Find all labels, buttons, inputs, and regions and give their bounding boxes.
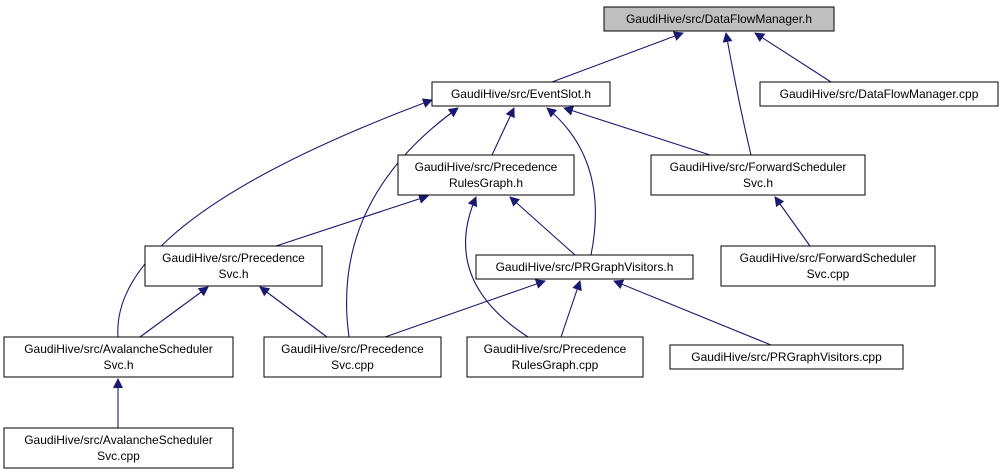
edge-prgraphvisitors-h-to-eventslot-h: [546, 107, 596, 256]
node-label: Svc.h: [103, 358, 133, 372]
node-box[interactable]: [669, 344, 904, 370]
node-label: GaudiHive/src/PRGraphVisitors.cpp: [691, 350, 882, 364]
node-label: RulesGraph.cpp: [512, 358, 599, 372]
node-box[interactable]: [759, 81, 999, 107]
node-box[interactable]: [3, 336, 234, 378]
edge-avalanchesched-h-to-eventslot-h: [117, 98, 433, 338]
node-label: GaudiHive/src/ForwardScheduler: [740, 251, 917, 265]
edge-prgraphvisitors-h-to-precedencerulesgraph-h: [509, 196, 576, 256]
node-box[interactable]: [144, 245, 323, 287]
node-label: GaudiHive/src/DataFlowManager.h: [626, 12, 812, 26]
node-label: GaudiHive/src/EventSlot.h: [451, 87, 591, 101]
node-box[interactable]: [263, 336, 442, 378]
node-box[interactable]: [603, 6, 835, 32]
node-label: GaudiHive/src/Precedence: [281, 342, 424, 356]
node-label: Svc.h: [743, 176, 773, 190]
node-label: GaudiHive/src/ForwardScheduler: [670, 160, 847, 174]
node-prgraphvisitors-cpp[interactable]: GaudiHive/src/PRGraphVisitors.cpp: [669, 344, 904, 370]
node-label: RulesGraph.h: [449, 176, 523, 190]
nodes: GaudiHive/src/DataFlowManager.hGaudiHive…: [3, 6, 999, 469]
node-label: Svc.h: [218, 267, 248, 281]
edge-precedencerulesgraph-cpp-to-prgraphvisitors-h: [560, 280, 582, 338]
node-box[interactable]: [397, 154, 575, 196]
node-label: GaudiHive/src/AvalancheScheduler: [24, 342, 213, 356]
node-label: Svc.cpp: [807, 267, 850, 281]
node-label: GaudiHive/src/Precedence: [415, 160, 558, 174]
node-label: Svc.cpp: [97, 449, 140, 463]
node-eventslot-h[interactable]: GaudiHive/src/EventSlot.h: [431, 81, 611, 107]
edge-precedencesvc-cpp-to-prgraphvisitors-h: [384, 279, 546, 338]
edges: [113, 31, 832, 428]
edge-forwardschedulersvc-h-to-dataflowmanager-h: [722, 32, 752, 156]
node-label: Svc.cpp: [331, 358, 374, 372]
node-prgraphvisitors-h[interactable]: GaudiHive/src/PRGraphVisitors.h: [475, 254, 694, 280]
node-label: GaudiHive/src/AvalancheScheduler: [24, 433, 213, 447]
edge-eventslot-h-to-dataflowmanager-h: [551, 31, 684, 83]
node-label: GaudiHive/src/DataFlowManager.cpp: [780, 87, 979, 101]
node-box[interactable]: [3, 427, 234, 469]
node-label: GaudiHive/src/Precedence: [162, 251, 305, 265]
edge-prgraphvisitors-cpp-to-prgraphvisitors-h: [613, 279, 772, 346]
edge-forwardschedulersvc-h-to-eventslot-h: [563, 105, 711, 156]
node-dataflowmanager-h[interactable]: GaudiHive/src/DataFlowManager.h: [603, 6, 835, 32]
node-box[interactable]: [466, 336, 644, 378]
edge-precedencesvc-cpp-to-precedencesvc-h: [259, 286, 328, 338]
node-box[interactable]: [720, 245, 936, 287]
edge-precedencerulesgraph-h-to-eventslot-h: [491, 107, 515, 156]
edge-precedencerulesgraph-cpp-to-precedencerulesgraph-h: [465, 196, 529, 338]
edge-precedencesvc-h-to-precedencerulesgraph-h: [275, 194, 429, 247]
edge-forwardschedulersvc-cpp-to-forwardschedulersvc-h: [774, 196, 811, 247]
node-box[interactable]: [431, 81, 611, 107]
node-dataflowmanager-cpp[interactable]: GaudiHive/src/DataFlowManager.cpp: [759, 81, 999, 107]
node-label: GaudiHive/src/PRGraphVisitors.h: [496, 260, 674, 274]
edge-avalanchesched-h-to-precedencesvc-h: [139, 286, 209, 338]
node-box[interactable]: [650, 154, 866, 196]
edge-precedencesvc-cpp-to-eventslot-h: [346, 107, 459, 338]
node-box[interactable]: [475, 254, 694, 280]
edge-dataflowmanager-cpp-to-dataflowmanager-h: [754, 32, 832, 83]
node-label: GaudiHive/src/Precedence: [484, 342, 627, 356]
